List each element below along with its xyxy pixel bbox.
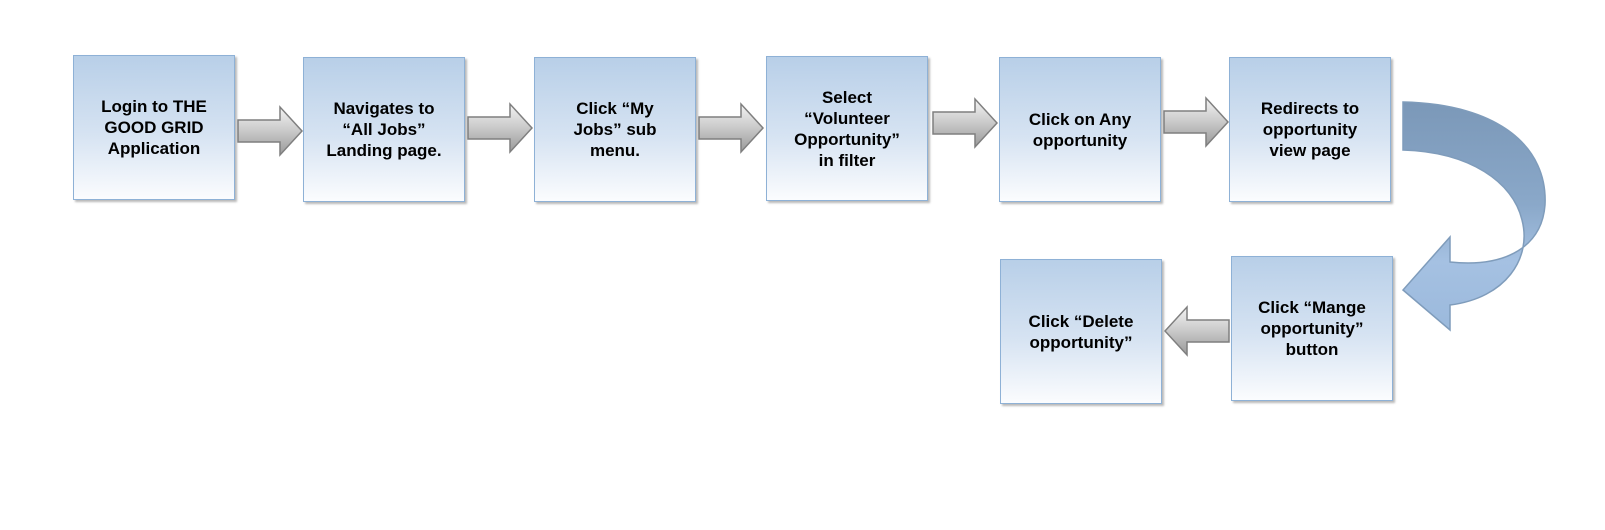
step-label: Click “Delete opportunity” <box>1028 311 1134 352</box>
step-label: Redirects to opportunity view page <box>1260 99 1360 160</box>
step-click-manage-opportunity: Click “Mange opportunity” button <box>1231 256 1393 401</box>
right-arrow-icon <box>698 102 764 154</box>
step-redirect-view-page: Redirects to opportunity view page <box>1229 57 1391 202</box>
right-arrow-icon <box>932 97 998 149</box>
step-label: Click on Any opportunity <box>1028 109 1132 150</box>
step-click-opportunity: Click on Any opportunity <box>999 57 1161 202</box>
right-arrow-icon <box>237 105 303 157</box>
step-label: Login to THE GOOD GRID Application <box>101 97 207 158</box>
left-arrow-icon <box>1164 305 1230 357</box>
step-label: Navigates to “All Jobs” Landing page. <box>326 99 442 160</box>
step-select-volunteer-filter: Select “Volunteer Opportunity” in filter <box>766 56 928 201</box>
step-click-delete-opportunity: Click “Delete opportunity” <box>1000 259 1162 404</box>
right-arrow-icon <box>467 102 533 154</box>
step-navigate-all-jobs: Navigates to “All Jobs” Landing page. <box>303 57 465 202</box>
step-login: Login to THE GOOD GRID Application <box>73 55 235 200</box>
curved-down-arrow-icon <box>1401 101 1546 332</box>
step-label: Select “Volunteer Opportunity” in filter <box>794 87 900 170</box>
step-label: Click “My Jobs” sub menu. <box>573 99 657 160</box>
right-arrow-icon <box>1163 96 1229 148</box>
step-label: Click “Mange opportunity” button <box>1258 298 1366 359</box>
step-click-my-jobs: Click “My Jobs” sub menu. <box>534 57 696 202</box>
